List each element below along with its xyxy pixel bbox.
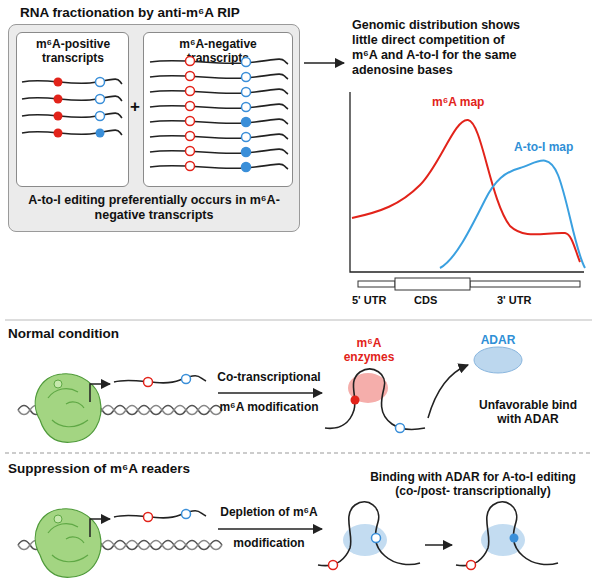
- transcription-unit: [18, 509, 222, 577]
- dashed-divider: [5, 453, 592, 454]
- step-label: Co-transcriptional: [210, 370, 328, 384]
- transcripts-negative: [150, 57, 288, 172]
- process-arrow: [425, 544, 452, 546]
- enzyme-label: m⁶A enzymes: [340, 336, 398, 365]
- result-arrow: [304, 62, 344, 64]
- edited-hairpin: [318, 502, 420, 570]
- m6a-site: [351, 396, 360, 405]
- process-arrow: [218, 528, 322, 530]
- step-label: modification: [210, 536, 328, 550]
- group-box: A-to-I editing preferentially occurs in …: [8, 24, 300, 232]
- fraction-box: m⁶A-positive transcripts: [16, 32, 129, 187]
- plus-sign: +: [127, 97, 143, 117]
- transcripts-positive: [22, 78, 122, 138]
- outcome-label: Unfavorable bind with ADAR: [468, 398, 588, 427]
- chart-axes: [350, 92, 584, 272]
- section-divider: [5, 320, 592, 321]
- adar-enzyme: [474, 347, 522, 373]
- region-label: 3' UTR: [497, 294, 547, 307]
- outcome-label: Binding with ADAR for A-to-I editing (co…: [362, 470, 584, 499]
- section-title: RNA fractionation by anti-m⁶A RIP: [20, 5, 310, 21]
- curve-label: m⁶A map: [432, 95, 502, 109]
- transcription-unit: [18, 374, 222, 442]
- step-label: Depletion of m⁶A: [210, 505, 328, 519]
- finding-note: Genomic distribution shows little direct…: [352, 18, 532, 78]
- curved-arrow: [428, 365, 468, 418]
- gene-model: [358, 278, 580, 290]
- curve-label: A-to-I map: [514, 140, 594, 154]
- step-label: m⁶A modification: [210, 400, 328, 414]
- edited-hairpin: [456, 502, 558, 570]
- section-title: Normal condition: [8, 326, 208, 342]
- editing-curve: [440, 160, 585, 268]
- fraction-box: m⁶A-negative transcripts: [143, 32, 293, 187]
- box-text: m⁶A-positive transcripts: [21, 37, 125, 66]
- rna-hairpin: [325, 369, 425, 429]
- region-label: 5' UTR: [352, 294, 402, 307]
- region-label: CDS: [414, 294, 454, 307]
- box-text: A-to-I editing preferentially occurs in …: [14, 193, 294, 223]
- editing-site: [396, 424, 405, 433]
- enzyme-label: ADAR: [476, 333, 520, 347]
- section-title: Suppression of m⁶A readers: [8, 461, 258, 477]
- process-arrow: [218, 392, 322, 394]
